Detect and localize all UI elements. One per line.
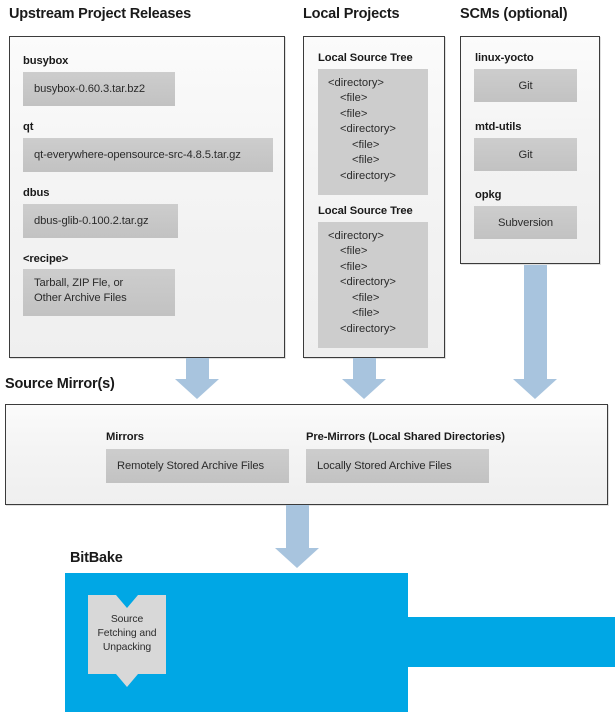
upstream-label-dbus: dbus [23,187,50,199]
local-tree-label-1: Local Source Tree [318,52,413,64]
section-title-source-mirrors: Source Mirror(s) [5,376,115,392]
panel-upstream-project-releases: busybox busybox-0.60.3.tar.bz2 qt qt-eve… [9,36,285,358]
mirrors-value: Remotely Stored Archive Files [106,449,289,483]
tree2-line-6: <directory> [340,322,396,335]
upstream-value-qt: qt-everywhere-opensource-src-4.8.5.tar.g… [23,138,273,172]
tree2-line-2: <file> [340,260,368,273]
bitbake-task-line2: Fetching and [97,628,157,640]
scm-value-mtd-utils: Git [474,138,577,171]
tree2-line-4: <file> [352,291,380,304]
upstream-value-busybox: busybox-0.60.3.tar.bz2 [23,72,175,106]
upstream-value-recipe: Tarball, ZIP Fle, or Other Archive Files [23,269,175,316]
scm-value-opkg: Subversion [474,206,577,239]
upstream-label-recipe: <recipe> [23,253,69,265]
section-title-upstream: Upstream Project Releases [9,6,191,22]
tree1-line-6: <directory> [340,169,396,182]
scm-label-mtd-utils: mtd-utils [475,121,522,133]
tree2-line-0: <directory> [328,230,384,242]
tree1-line-3: <directory> [340,123,396,136]
upstream-value-recipe-line2: Other Archive Files [34,292,127,305]
scm-label-linux-yocto: linux-yocto [475,52,534,64]
section-title-bitbake: BitBake [70,550,123,566]
upstream-value-dbus: dbus-glib-0.100.2.tar.gz [23,204,178,238]
mirrors-label: Mirrors [106,431,144,443]
pre-mirrors-label: Pre-Mirrors (Local Shared Directories) [306,431,505,443]
scm-value-linux-yocto: Git [474,69,577,102]
upstream-value-recipe-line1: Tarball, ZIP Fle, or [34,277,124,289]
tree1-line-5: <file> [352,154,380,167]
tree2-line-5: <file> [352,307,380,320]
tree2-line-1: <file> [340,245,368,258]
bitbake-task-line1: Source [110,614,144,625]
local-source-tree-2: <directory> <file> <file> <directory> <f… [318,222,428,348]
tree2-line-3: <directory> [340,276,396,289]
section-title-scms: SCMs (optional) [460,6,568,22]
tree1-line-4: <file> [352,138,380,151]
pre-mirrors-value: Locally Stored Archive Files [306,449,489,483]
panel-source-mirrors: Mirrors Remotely Stored Archive Files Pr… [5,404,608,505]
tree1-line-1: <file> [340,92,368,105]
panel-scms: linux-yocto Git mtd-utils Git opkg Subve… [460,36,600,264]
bitbake-task-source-fetching-and-unpacking: Source Fetching and Unpacking [88,595,166,687]
bitbake-task-text: Source Fetching and Unpacking [98,613,157,655]
panel-local-projects: Local Source Tree <directory> <file> <fi… [303,36,445,358]
bitbake-task-line3: Unpacking [102,642,152,654]
section-title-local-projects: Local Projects [303,6,400,22]
tree1-line-2: <file> [340,107,368,120]
scm-label-opkg: opkg [475,189,502,201]
local-tree-label-2: Local Source Tree [318,205,413,217]
tree1-line-0: <directory> [328,77,384,89]
local-source-tree-1: <directory> <file> <file> <directory> <f… [318,69,428,195]
upstream-label-qt: qt [23,121,34,133]
upstream-label-busybox: busybox [23,55,69,67]
